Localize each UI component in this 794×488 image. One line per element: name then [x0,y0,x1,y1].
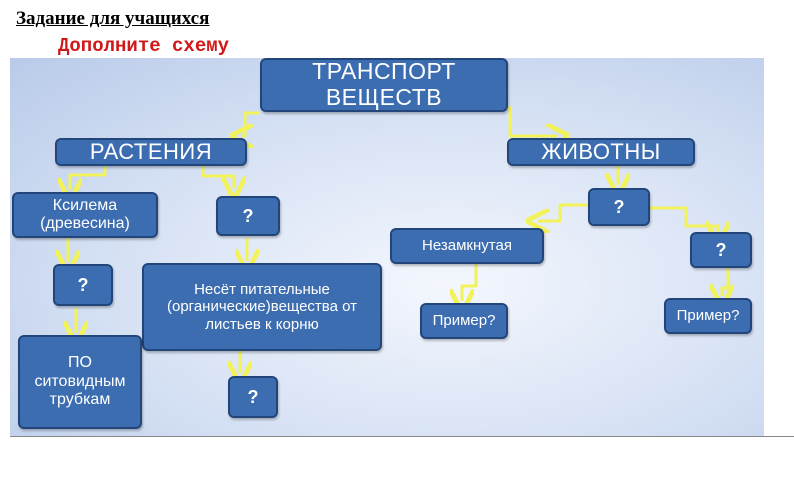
node-closed-question: ? [690,232,752,268]
node-sieve-tubes: ПО ситовидным трубкам [18,335,142,429]
transport-diagram: ТРАНСПОРТ ВЕЩЕСТВ РАСТЕНИЯ ЖИВОТНЫ Ксиле… [10,58,764,436]
connector-open-example [462,263,478,301]
connector-q-closed [650,206,718,233]
connector-root-animals [507,106,558,136]
node-root: ТРАНСПОРТ ВЕЩЕСТВ [260,58,508,112]
node-animals-question: ? [588,188,650,226]
connector-plants-q [201,165,234,188]
connector-closed-example [722,266,728,296]
node-plants: РАСТЕНИЯ [55,138,247,166]
connector-lines [10,106,764,436]
task-title: Задание для учащихся [16,8,210,29]
connector-root-plants [242,111,260,136]
node-animals: ЖИВОТНЫ [507,138,695,166]
node-xylem-question: ? [53,264,113,306]
page-rule [10,436,794,437]
node-phloem-description: Несёт питательные (органические)вещества… [142,263,382,351]
connector-q-open [538,203,588,221]
node-plants-question: ? [216,196,280,236]
node-xylem: Ксилема (древесина) [12,192,158,238]
task-instruction: Дополните схему [58,35,230,57]
connector-plants-xylem [70,165,107,190]
node-open-system: Незамкнутая [390,228,544,264]
node-example-closed: Пример? [664,298,752,334]
node-example-open: Пример? [420,303,508,339]
node-phloem-question: ? [228,376,278,418]
